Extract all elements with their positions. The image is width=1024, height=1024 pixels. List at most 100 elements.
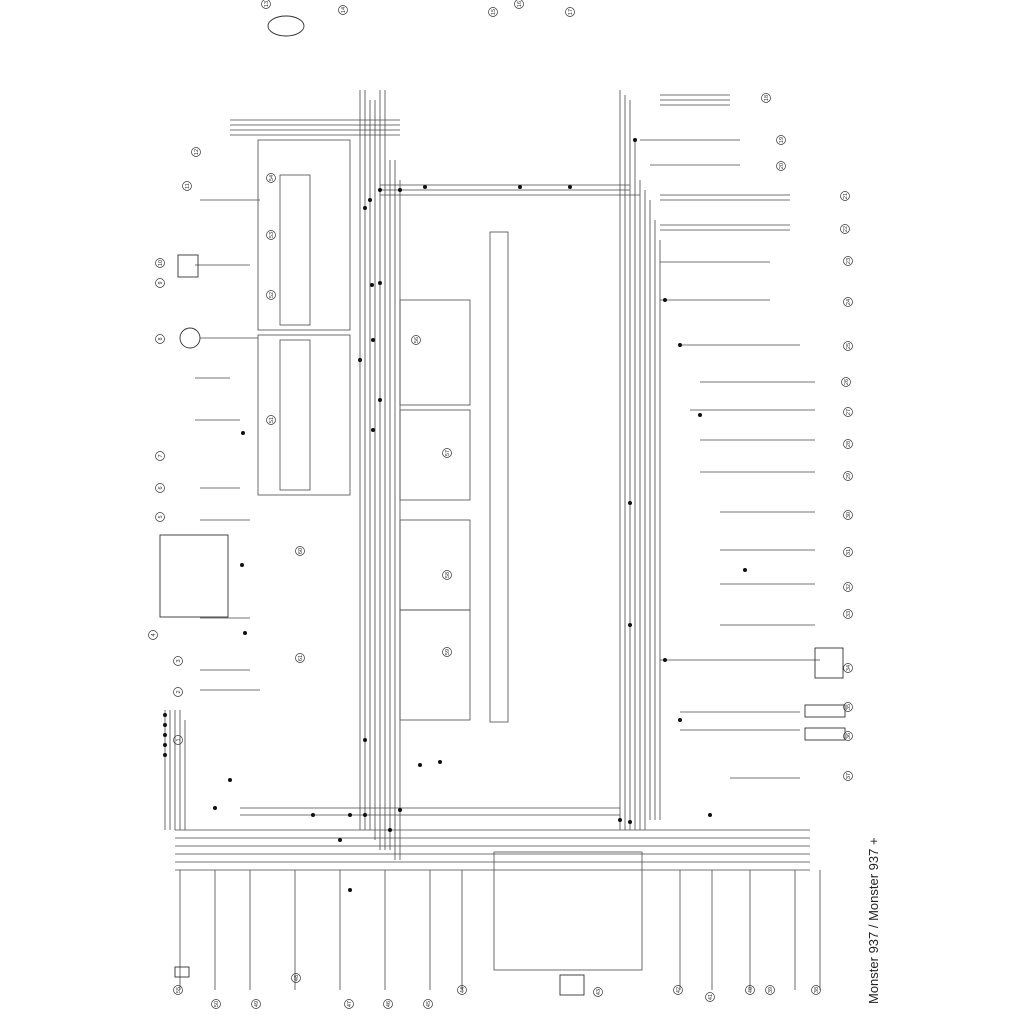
component-label-17: 17 <box>565 7 575 17</box>
label-circle-icon <box>457 985 467 995</box>
component-number: 14 <box>341 7 347 13</box>
component-number: 24 <box>846 299 852 305</box>
label-circle-icon <box>155 258 165 268</box>
junction-node <box>338 838 342 842</box>
label-circle-icon <box>148 630 158 640</box>
junction-node <box>348 813 352 817</box>
component-label-25: 25 <box>843 341 853 351</box>
component-label-51: 51 <box>266 415 276 425</box>
junction-node <box>418 763 422 767</box>
junction-node <box>423 185 427 189</box>
component-number: 50 <box>214 1001 220 1007</box>
component-number: 31 <box>846 549 852 555</box>
component-label-24: 24 <box>843 297 853 307</box>
main-connector-block <box>493 851 643 971</box>
component-label-26: 26 <box>841 377 851 387</box>
component-number: 49 <box>254 1001 260 1007</box>
junction-node <box>163 713 167 717</box>
label-circle-icon <box>155 451 165 461</box>
fuse-box-b <box>399 519 471 611</box>
component-label-9: 9 <box>155 278 165 288</box>
junction-node <box>568 185 572 189</box>
label-circle-icon <box>383 999 393 1009</box>
component-number: 8 <box>158 337 164 340</box>
dash-connector-a <box>279 174 311 326</box>
label-circle-icon <box>173 687 183 697</box>
junction-node <box>243 631 247 635</box>
junction-node <box>743 568 747 572</box>
junction-node <box>618 818 622 822</box>
label-circle-icon <box>173 985 183 995</box>
component-label-15: 15 <box>488 7 498 17</box>
component-number: 20 <box>779 163 785 169</box>
component-label-50: 50 <box>211 999 221 1009</box>
label-circle-icon <box>843 663 853 673</box>
component-label-46: 46 <box>383 999 393 1009</box>
component-label-59: 59 <box>442 647 452 657</box>
component-label-20: 20 <box>776 161 786 171</box>
junction-node <box>628 820 632 824</box>
component-label-16: 16 <box>514 0 524 9</box>
junction-node <box>398 188 402 192</box>
component-number: 9 <box>158 281 164 284</box>
component-number: 48 <box>294 975 300 981</box>
component-label-52: 52 <box>266 290 276 300</box>
component-label-42: 42 <box>673 985 683 995</box>
label-circle-icon <box>776 135 786 145</box>
component-label-38: 38 <box>811 985 821 995</box>
label-circle-icon <box>442 570 452 580</box>
component-label-32: 32 <box>843 582 853 592</box>
label-circle-icon <box>266 173 276 183</box>
junction-node <box>311 813 315 817</box>
component-number: 1 <box>176 738 182 741</box>
component-label-11: 11 <box>182 181 192 191</box>
label-circle-icon <box>565 7 575 17</box>
component-label-48: 48 <box>291 973 301 983</box>
label-circle-icon <box>843 510 853 520</box>
component-number: 10 <box>158 260 164 266</box>
label-circle-icon <box>514 0 524 9</box>
junction-node <box>368 198 372 202</box>
component-number: 5 <box>158 515 164 518</box>
label-circle-icon <box>843 407 853 417</box>
page-title: Monster 937 / Monster 937 + <box>866 837 881 1004</box>
label-circle-icon <box>843 702 853 712</box>
component-label-27: 27 <box>843 407 853 417</box>
label-circle-icon <box>843 297 853 307</box>
component-label-55: 55 <box>173 985 183 995</box>
component-number: 4 <box>151 633 157 636</box>
component-label-14: 14 <box>338 5 348 15</box>
component-number: 40 <box>748 987 754 993</box>
component-number: 55 <box>176 987 182 993</box>
component-number: 47 <box>347 1001 353 1007</box>
wire-harness <box>164 90 821 990</box>
component-label-58: 58 <box>442 570 452 580</box>
label-circle-icon <box>843 341 853 351</box>
label-circle-icon <box>251 999 261 1009</box>
junction-node <box>240 563 244 567</box>
connector-55-icon <box>174 966 190 978</box>
relay-box <box>399 299 471 406</box>
component-label-47: 47 <box>344 999 354 1009</box>
component-label-22: 22 <box>840 224 850 234</box>
label-circle-icon <box>843 609 853 619</box>
label-circle-icon <box>765 985 775 995</box>
component-number: 51 <box>269 417 275 423</box>
junction-node <box>163 753 167 757</box>
label-circle-icon <box>843 547 853 557</box>
component-label-1: 1 <box>173 735 183 745</box>
component-label-31: 31 <box>843 547 853 557</box>
junction-node <box>518 185 522 189</box>
label-circle-icon <box>776 161 786 171</box>
label-circle-icon <box>593 987 603 997</box>
label-circle-icon <box>291 973 301 983</box>
component-label-12: 12 <box>191 147 201 157</box>
component-number: 16 <box>517 1 523 7</box>
component-label-56: 56 <box>411 335 421 345</box>
component-number: 60 <box>298 548 304 554</box>
component-number: 17 <box>568 9 574 15</box>
junction-node <box>628 501 632 505</box>
component-number: 13 <box>264 1 270 7</box>
junction-node <box>363 738 367 742</box>
